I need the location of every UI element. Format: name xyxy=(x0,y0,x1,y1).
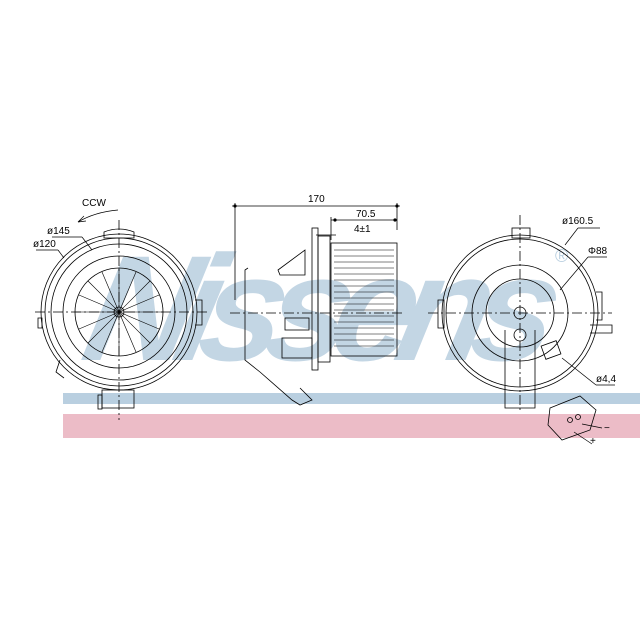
mounting-hole-diameter-label: ø4,4 xyxy=(596,374,616,385)
watermark-text: Nissens xyxy=(72,226,578,393)
terminal-negative-label: − xyxy=(604,423,610,434)
watermark-trademark: ® xyxy=(555,246,568,266)
front-outer-diameter-label: ø145 xyxy=(47,226,70,237)
watermark-pink-stripe xyxy=(63,414,640,438)
watermark: Nissens ® xyxy=(63,226,640,438)
overall-length-label: 170 xyxy=(308,194,325,205)
rotation-direction-label: CCW xyxy=(82,198,106,209)
rear-view xyxy=(428,215,615,445)
rear-outer-diameter-label: ø160.5 xyxy=(562,216,594,227)
offset-label: 4±1 xyxy=(354,224,371,235)
watermark-blue-stripe xyxy=(63,393,640,404)
front-inner-diameter-label: ø120 xyxy=(33,239,56,250)
front-view xyxy=(35,209,210,420)
rear-inner-diameter-label: Φ88 xyxy=(588,246,608,257)
fan-length-label: 70.5 xyxy=(356,209,376,220)
terminal-positive-label: + xyxy=(590,436,596,447)
side-view xyxy=(230,203,405,406)
